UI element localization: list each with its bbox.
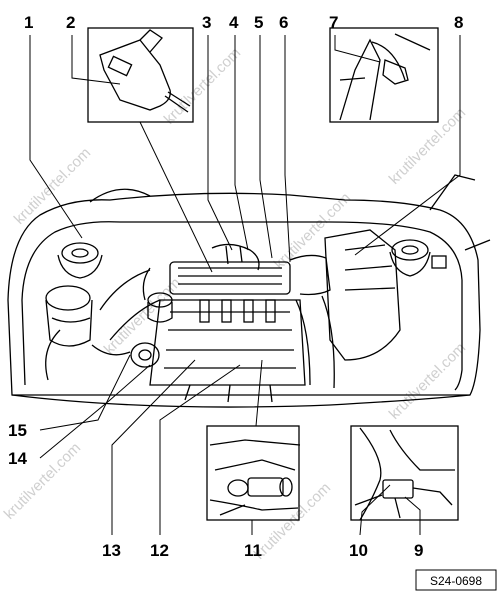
callout-3: 3 bbox=[202, 13, 211, 32]
callout-14: 14 bbox=[8, 449, 27, 468]
inset-connector bbox=[350, 425, 459, 521]
watermark: krutilvertel.com bbox=[386, 339, 469, 422]
engine-bay bbox=[7, 174, 491, 408]
leader-lines bbox=[29, 35, 461, 536]
figure-code-box: S24-0698 bbox=[415, 569, 497, 591]
watermark: krutilvertel.com bbox=[251, 479, 334, 562]
inset-knock-sensor bbox=[206, 425, 301, 521]
watermark: krutilvertel.com bbox=[11, 144, 94, 227]
inset-sensor bbox=[329, 27, 439, 123]
callout-13: 13 bbox=[102, 541, 121, 560]
callout-6: 6 bbox=[279, 13, 288, 32]
callout-11: 11 bbox=[244, 541, 262, 560]
callout-8: 8 bbox=[454, 13, 463, 32]
callout-2: 2 bbox=[66, 13, 75, 32]
figure-code: S24-0698 bbox=[430, 574, 482, 588]
callout-7: 7 bbox=[329, 13, 338, 32]
callout-12: 12 bbox=[150, 541, 169, 560]
callout-9: 9 bbox=[414, 541, 423, 560]
callout-15: 15 bbox=[8, 421, 27, 440]
watermark: krutilvertel.com bbox=[271, 189, 354, 272]
callout-5: 5 bbox=[254, 13, 263, 32]
callout-1: 1 bbox=[24, 13, 33, 32]
watermark: krutilvertel.com bbox=[161, 44, 244, 127]
callout-4: 4 bbox=[229, 13, 239, 32]
callout-numbers: 1 2 3 4 5 6 7 8 9 10 11 12 13 14 15 bbox=[8, 13, 463, 560]
callout-10: 10 bbox=[349, 541, 368, 560]
